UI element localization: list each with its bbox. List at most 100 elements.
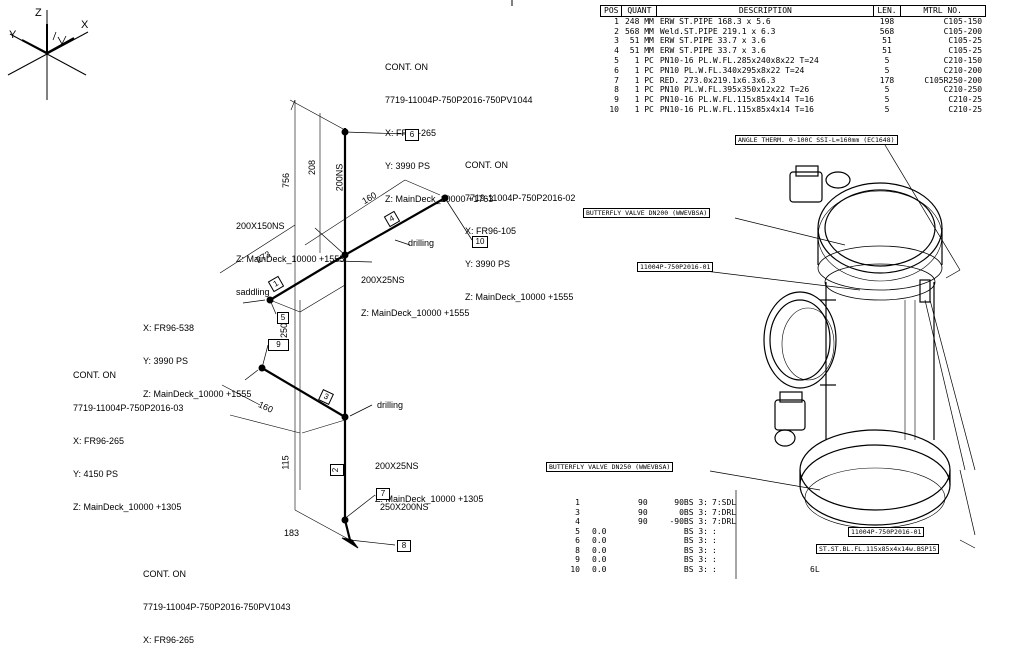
bom-cell: C105-200 (943, 26, 983, 36)
bend-code: 0BS 3: (679, 507, 708, 517)
annotation-line: CONT. ON (73, 370, 117, 380)
annotation-tee-upper-left: 200X150NS Z: MainDeck_10000 +1555 saddli… (236, 199, 344, 309)
bend-value: 0.0 (592, 555, 607, 564)
bom-cell: ERW ST.PIPE 33.7 x 3.6 (659, 46, 766, 56)
axis-y-label: Y (9, 29, 17, 41)
axis-x-label: X (81, 19, 89, 31)
bom-cell: C105-150 (943, 16, 983, 26)
annotation-line: 200X150NS (236, 221, 285, 231)
annotation-line: Y: 3990 PS (385, 161, 431, 171)
annotation-line: X: FR96-538 (143, 323, 195, 333)
annotation-line: CONT. ON (465, 160, 509, 170)
annotation-line: Y: 3990 PS (143, 356, 189, 366)
leader-lines (242, 131, 473, 546)
bend-angle: 90 (638, 517, 648, 526)
annotation-cont-right: CONT. ON 7719-11004P-750P2016-02 X: FR96… (465, 138, 575, 314)
bom-cell: 51 MM (629, 36, 654, 46)
bend-suffix: : (712, 545, 717, 555)
bend-pos: 1 (575, 498, 580, 507)
bom-cell: C105-25 (948, 46, 983, 56)
label-spool-bottom: 11004P-750P2016-01 (848, 527, 925, 537)
bend-code: BS 3: (683, 555, 708, 564)
bom-cell: 248 MM (624, 16, 654, 26)
bend-suffix: : (712, 564, 717, 574)
bend-suffix: : (712, 555, 717, 564)
bom-cell: 51 MM (629, 46, 654, 56)
bom-cell: C210-25 (948, 104, 983, 114)
bom-cell: 1 (614, 16, 619, 26)
bom-cell: PN10 PL.W.FL.340x295x8x22 T=24 (659, 65, 805, 75)
bom-cell: C105-25 (948, 36, 983, 46)
dimension-250: 250 (279, 322, 290, 339)
dimension-115: 115 (280, 455, 291, 470)
annotation-cont-mid-left: CONT. ON 7719-11004P-750P2016-03 X: FR96… (73, 348, 183, 524)
annotation-line: Z: MainDeck_10000 +1763 (385, 194, 494, 204)
bend-pos: 8 (575, 545, 580, 555)
bom-cell: 51 (882, 46, 892, 56)
isometric-drawing (7, 0, 976, 579)
bom-cell: 1 PC (634, 55, 654, 65)
axis-z-label: Z (35, 7, 42, 19)
bom-header-row: POS QUANT DESCRIPTION LEN. MTRL NO. (599, 5, 986, 17)
callout-7: 7 (376, 488, 390, 500)
bend-code: BS 3: (683, 564, 708, 574)
annotation-line: 200X25NS (361, 275, 405, 285)
drilling-note-upper: drilling (408, 238, 435, 248)
bom-cell: 2 (614, 26, 619, 36)
annotation-end-left: X: FR96-538 Y: 3990 PS Z: MainDeck_10000… (143, 301, 251, 411)
bom-header-mtrl: MTRL NO. (899, 5, 986, 17)
bom-cell: 8 (614, 85, 619, 95)
bom-cell: 5 (884, 65, 890, 75)
bend-pos: 10 (570, 564, 580, 574)
bom-cell: ERW ST.PIPE 33.7 x 3.6 (659, 36, 766, 46)
dimension-183: 183 (284, 528, 300, 538)
bom-cell: 198 (879, 16, 895, 26)
bend-pos: 3 (575, 507, 580, 517)
drilling-note-lower: drilling (377, 400, 404, 410)
bom-cell: 10 (609, 104, 619, 114)
bend-code: BS 3: (683, 526, 708, 536)
bend-angle: 90 (638, 498, 648, 507)
annotation-line: Z: MainDeck_10000 +1555 (465, 292, 574, 302)
annotation-line: X: FR96-105 (465, 226, 517, 236)
bom-cell: 568 MM (624, 26, 654, 36)
pipe-runs (261, 128, 446, 541)
annotation-line: Z: MainDeck_10000 +1555 (361, 308, 470, 318)
bend-value: 0.0 (592, 526, 607, 536)
bom-cell: 1 PC (634, 104, 654, 114)
callout-8: 8 (397, 540, 411, 552)
bom-cell: 6 (614, 65, 619, 75)
bom-cell: ERW ST.PIPE 168.3 x 5.6 (659, 16, 771, 26)
bom-cell: 178 (879, 75, 895, 85)
annotation-tee-upper: 200X25NS Z: MainDeck_10000 +1555 (361, 253, 469, 330)
bom-cell: PN10-16 PL.W.FL.115x85x4x14 T=16 (659, 104, 814, 114)
bend-pos: 6 (575, 536, 580, 545)
bom-cell: 1 PC (634, 95, 654, 105)
bend-suffix: : (712, 536, 717, 545)
table-row: 1 248 MM ERW ST.PIPE 168.3 x 5.6 198 C105-15… (601, 16, 986, 26)
bom-cell: C210-200 (943, 65, 983, 75)
label-butterfly-valve-dn200: BUTTERFLY VALVE DN200 (WWEVBSA) (583, 208, 711, 218)
bom-cell: C210-150 (943, 55, 983, 65)
dimension-208: 208 (307, 159, 318, 176)
label-butterfly-valve-dn250: BUTTERFLY VALVE DN250 (WWEVBSA) (546, 462, 674, 472)
bend-value: 0.0 (592, 536, 607, 545)
callout-10: 10 (472, 236, 488, 248)
bend-suffix: : (712, 526, 717, 536)
bend-value: 0.0 (592, 564, 607, 574)
bom-cell: 9 (614, 95, 619, 105)
bom-cell: 7 (614, 75, 619, 85)
callout-9: 9 (268, 339, 289, 351)
bom-cell: 1 PC (634, 75, 654, 85)
annotation-line: Y: 3990 PS (465, 259, 511, 269)
bom-cell: C105R250-200 (924, 75, 983, 85)
annotation-line: Z: MainDeck_10000 +1305 (73, 502, 182, 512)
label-leaders (704, 144, 976, 579)
bend-code: BS 3: (683, 545, 708, 555)
bend-code: -90BS 3: (669, 517, 708, 526)
bend-value: 0.0 (592, 545, 607, 555)
